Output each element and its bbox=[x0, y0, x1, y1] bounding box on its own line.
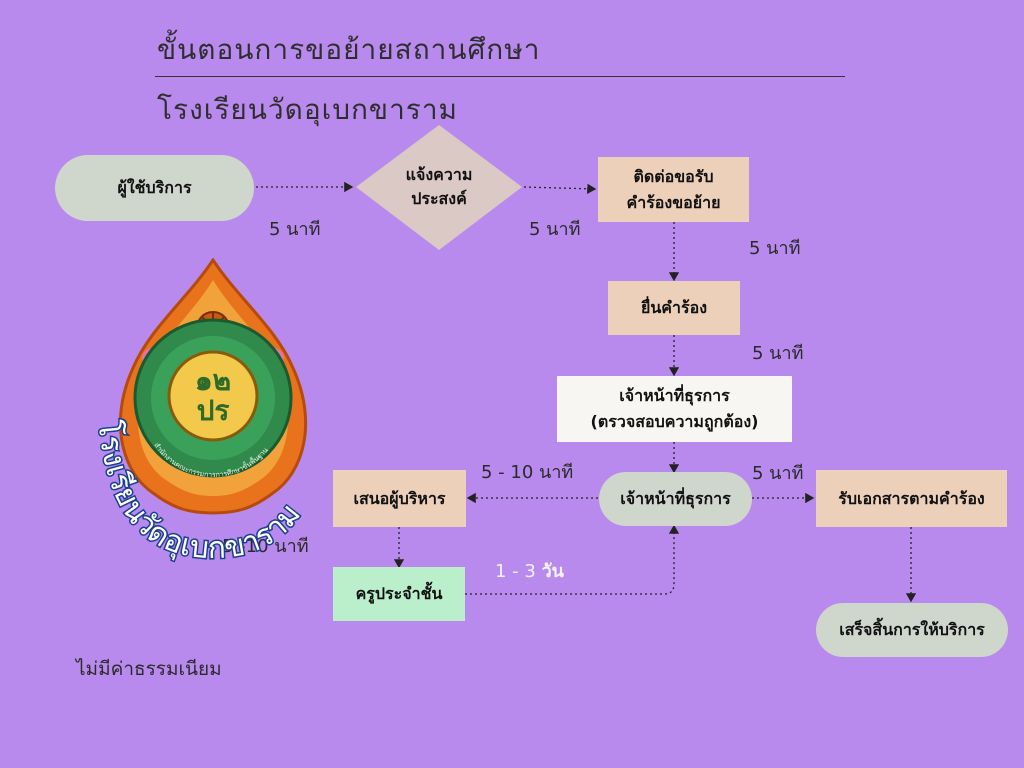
arrow-teacher-to-officer bbox=[465, 524, 680, 595]
node-submit: ยื่นคำร้อง bbox=[608, 281, 740, 335]
node-officer: เจ้าหน้าที่ธุรการ bbox=[599, 472, 752, 526]
node-contact-line2: คำร้องขอย้าย bbox=[626, 192, 721, 212]
time-label-7: 5 -10 นาที bbox=[222, 536, 309, 557]
node-verify: เจ้าหน้าที่ธุรการ (ตรวจสอบความถูกต้อง) bbox=[557, 376, 792, 442]
node-contact-line1: ติดต่อขอรับ bbox=[633, 166, 714, 186]
node-verify-line1: เจ้าหน้าที่ธุรการ bbox=[619, 386, 730, 405]
node-receive-label: รับเอกสารตามคำร้อง bbox=[838, 488, 985, 508]
time-label-6: 5 นาที bbox=[752, 463, 804, 484]
title-divider bbox=[155, 76, 845, 77]
node-user: ผู้ใช้บริการ bbox=[55, 155, 254, 221]
school-name: โรงเรียนวัดอุเบกขาราม bbox=[157, 93, 459, 126]
node-notify-line1: แจ้งความ bbox=[405, 165, 473, 184]
svg-text:ปร: ปร bbox=[197, 394, 230, 427]
node-propose-label: เสนอผู้บริหาร bbox=[353, 488, 446, 508]
svg-text:๑๒: ๑๒ bbox=[195, 364, 231, 397]
arrow-notify-to-contact bbox=[523, 183, 597, 194]
node-verify-line2: (ตรวจสอบความถูกต้อง) bbox=[590, 412, 759, 431]
node-contact: ติดต่อขอรับ คำร้องขอย้าย bbox=[598, 157, 749, 222]
node-done-label: เสร็จสิ้นการให้บริการ bbox=[839, 620, 985, 639]
time-label-3: 5 นาที bbox=[749, 238, 801, 259]
node-receive: รับเอกสารตามคำร้อง bbox=[816, 470, 1007, 527]
node-teacher-label: ครูประจำชั้น bbox=[355, 584, 443, 603]
fee-note: ไม่มีค่าธรรมเนียม bbox=[76, 658, 222, 680]
time-label-1: 5 นาที bbox=[269, 219, 321, 240]
notify-diamond bbox=[356, 125, 522, 250]
node-submit-label: ยื่นคำร้อง bbox=[640, 298, 707, 317]
time-label-8: 1 - 3 วัน bbox=[495, 556, 564, 585]
school-logo: ๑๒ ปร สำนักงานคณะกรรมการการศึกษาขั้นพื้น… bbox=[89, 258, 309, 568]
node-user-label: ผู้ใช้บริการ bbox=[117, 178, 192, 197]
time-label-8-unit: วัน bbox=[541, 561, 564, 582]
time-label-4: 5 นาที bbox=[752, 343, 804, 364]
node-done: เสร็จสิ้นการให้บริการ bbox=[816, 603, 1008, 657]
node-officer-label: เจ้าหน้าที่ธุรการ bbox=[620, 489, 731, 508]
page-title: ขั้นตอนการขอย้ายสถานศึกษา bbox=[157, 33, 541, 66]
time-label-2: 5 นาที bbox=[529, 219, 581, 240]
node-notify: แจ้งความ ประสงค์ bbox=[374, 163, 504, 211]
time-label-5: 5 - 10 นาที bbox=[481, 462, 574, 483]
node-propose: เสนอผู้บริหาร bbox=[333, 470, 466, 527]
node-notify-line2: ประสงค์ bbox=[411, 189, 467, 208]
node-teacher: ครูประจำชั้น bbox=[333, 567, 465, 621]
time-label-8-number: 1 - 3 bbox=[495, 561, 536, 582]
